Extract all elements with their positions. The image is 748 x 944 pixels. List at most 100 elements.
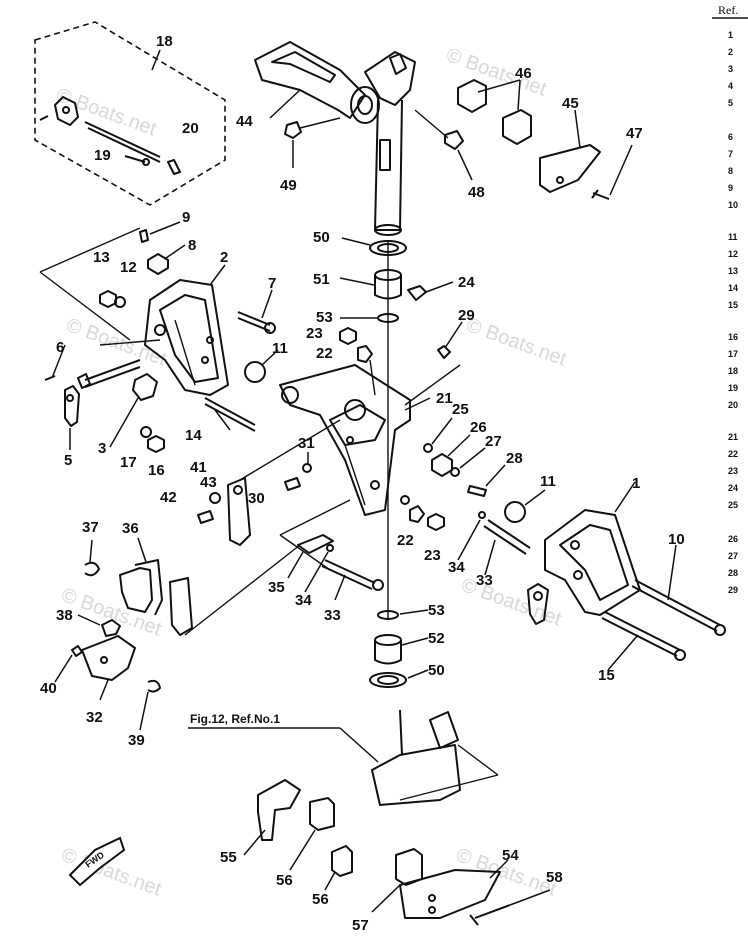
callout-23: 23 xyxy=(306,325,323,342)
callout-46: 46 xyxy=(515,65,532,82)
clip-34a xyxy=(326,544,334,552)
bushing-52 xyxy=(374,640,402,665)
callout-12: 12 xyxy=(120,259,137,276)
callout-54: 54 xyxy=(502,847,519,864)
callout-9: 9 xyxy=(182,209,190,226)
spring-40 xyxy=(84,561,100,577)
watermark: © Boats.net xyxy=(458,574,564,631)
callout-19: 19 xyxy=(94,147,111,164)
callout-33: 33 xyxy=(476,572,493,589)
callout-8: 8 xyxy=(188,237,196,254)
callout-25: 25 xyxy=(452,401,469,418)
ref-number: 12 xyxy=(728,249,738,259)
bolt-10 xyxy=(631,579,721,632)
callout-34: 34 xyxy=(295,592,312,609)
lever-bracket-36 xyxy=(119,537,193,636)
clip-55 xyxy=(257,779,301,841)
ref-number: 7 xyxy=(728,149,733,159)
cam-3 xyxy=(132,373,158,401)
lever-5 xyxy=(64,385,80,427)
nut-13 xyxy=(99,290,117,308)
callout-1: 1 xyxy=(632,475,640,492)
bushing-51 xyxy=(374,275,402,300)
callout-13: 13 xyxy=(93,249,110,266)
ref-number: 29 xyxy=(728,585,738,595)
ref-number: 17 xyxy=(728,349,738,359)
ring-53 xyxy=(377,313,399,323)
bracket-32 xyxy=(81,635,136,681)
ref-number: 23 xyxy=(728,466,738,476)
callout-labels: 1235678910111112131415161718192021222223… xyxy=(40,33,685,934)
ref-number: 11 xyxy=(728,232,738,242)
callout-16: 16 xyxy=(148,462,165,479)
ref-number: 14 xyxy=(728,283,738,293)
nut-8 xyxy=(147,253,169,275)
callout-3: 3 xyxy=(98,440,106,457)
ref-number: 15 xyxy=(728,300,738,310)
callout-30: 30 xyxy=(248,490,265,507)
callout-53: 53 xyxy=(316,309,333,326)
callout-26: 26 xyxy=(470,419,487,436)
ref-column-header: Ref. xyxy=(718,3,738,17)
ref-number: 10 xyxy=(728,200,738,210)
cap-56a xyxy=(309,797,335,831)
grip-11b xyxy=(504,501,526,523)
ref-number: 8 xyxy=(728,166,733,176)
bolt-22b xyxy=(409,505,425,523)
swivel-bracket-21 xyxy=(279,364,461,516)
watermark: © Boats.net xyxy=(463,314,569,371)
steering-bracket-44 xyxy=(254,41,416,236)
bolt-4 xyxy=(44,359,141,388)
ref-number: 20 xyxy=(728,400,738,410)
callout-45: 45 xyxy=(562,95,579,112)
ref-number: 6 xyxy=(728,132,733,142)
part-45-plate xyxy=(539,144,601,193)
nut-23a xyxy=(339,327,357,345)
callout-17: 17 xyxy=(120,454,137,471)
block-57 xyxy=(331,845,353,877)
shaft-33b xyxy=(483,519,531,555)
callout-39: 39 xyxy=(128,732,145,749)
callout-29: 29 xyxy=(458,307,475,324)
callout-57: 57 xyxy=(352,917,369,934)
lower-unit-reference xyxy=(188,709,499,806)
callout-11: 11 xyxy=(272,340,288,357)
ref-number: 1 xyxy=(728,30,733,40)
reference-note: Fig.12, Ref.No.1 xyxy=(190,712,280,726)
callout-23: 23 xyxy=(424,547,441,564)
callout-51: 51 xyxy=(313,271,330,288)
washer-31 xyxy=(302,463,312,473)
shaft-14 xyxy=(204,397,256,432)
callout-55: 55 xyxy=(220,849,237,866)
pin-part xyxy=(167,159,181,175)
lever-41 xyxy=(227,477,251,546)
callout-52: 52 xyxy=(428,630,445,647)
clamp-bracket-2 xyxy=(144,264,229,396)
callout-2: 2 xyxy=(220,249,228,266)
washer-26 xyxy=(450,467,460,477)
callout-58: 58 xyxy=(546,869,563,886)
part-45a-shape xyxy=(502,109,532,145)
ref-number: 3 xyxy=(728,64,733,74)
callout-38: 38 xyxy=(56,607,73,624)
callout-50: 50 xyxy=(313,229,330,246)
callout-33: 33 xyxy=(324,607,341,624)
callout-28: 28 xyxy=(506,450,523,467)
ref-number: 27 xyxy=(728,551,738,561)
washer-50b xyxy=(369,672,407,688)
ref-number: 19 xyxy=(728,383,738,393)
part-46-shape xyxy=(457,79,487,113)
ref-number: 4 xyxy=(728,81,733,91)
screw-58 xyxy=(469,904,511,926)
callout-6: 6 xyxy=(56,339,64,356)
watermark: © Boats.net xyxy=(63,314,169,371)
callout-49: 49 xyxy=(280,177,297,194)
screw-48 xyxy=(591,189,610,200)
callout-35: 35 xyxy=(268,579,285,596)
ref-number: 25 xyxy=(728,500,738,510)
ref-number: 28 xyxy=(728,568,738,578)
callout-7: 7 xyxy=(268,275,276,292)
callout-18: 18 xyxy=(156,33,173,50)
callout-47: 47 xyxy=(626,125,643,142)
callout-10: 10 xyxy=(668,531,685,548)
